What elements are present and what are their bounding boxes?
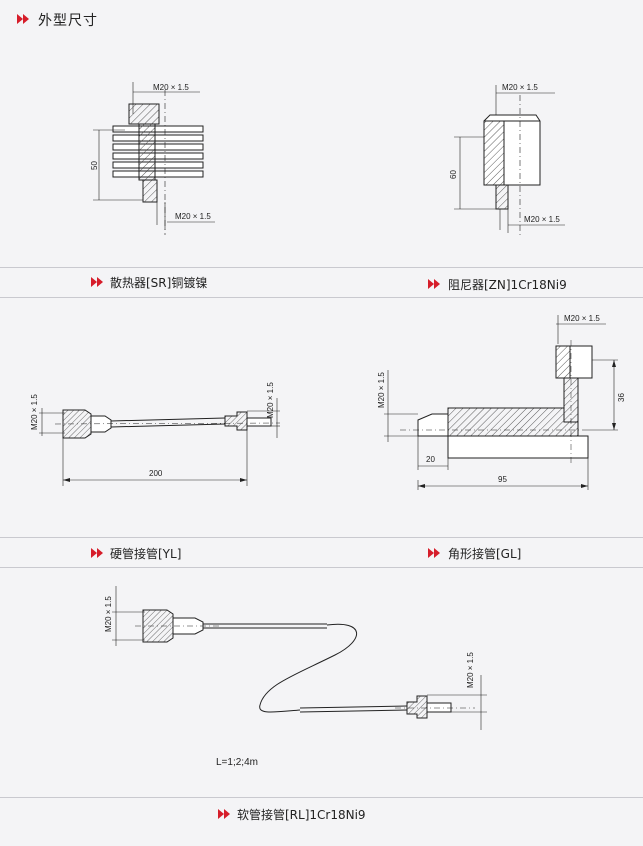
section-arrow-icon: [17, 14, 31, 25]
radiator-thread-bottom-label: M20 × 1.5: [175, 212, 211, 221]
flexible-hose-thread-right-label: M20 × 1.5: [466, 652, 475, 688]
rigid-pipe-length-label: 200: [149, 469, 163, 478]
rigid-pipe-thread-right-label: M20 × 1.5: [266, 382, 275, 418]
rigid-pipe-caption: 硬管接管[YL]: [110, 547, 182, 561]
rigid-pipe-thread-left-label: M20 × 1.5: [30, 394, 39, 430]
angle-pipe-height-label: 36: [617, 393, 626, 402]
damper-thread-bottom-label: M20 × 1.5: [524, 215, 560, 224]
caption-arrow-icon: [91, 548, 105, 559]
radiator-drawing: M20 × 1.5 50 M20 × 1.5: [90, 82, 215, 235]
caption-arrow-icon: [428, 279, 442, 290]
separator: [0, 537, 643, 538]
angle-pipe-thread-top-label: M20 × 1.5: [564, 314, 600, 323]
angle-pipe-drawing: M20 × 1.5 M20 × 1.5 36 20 95: [377, 314, 626, 490]
damper-caption: 阻尼器[ZN]1Cr18Ni9: [448, 278, 567, 292]
angle-pipe-length-label: 95: [498, 475, 507, 484]
damper-drawing: M20 × 1.5 60 M20 × 1.5: [449, 83, 565, 235]
flexible-hose-drawing: M20 × 1.5 M20 × 1.5: [104, 586, 487, 730]
flexible-hose-length-note: L=1;2;4m: [216, 757, 258, 768]
angle-pipe-caption: 角形接管[GL]: [448, 547, 522, 561]
damper-height-label: 60: [449, 170, 458, 179]
angle-pipe-offset-label: 20: [426, 455, 435, 464]
caption-arrow-icon: [91, 277, 105, 288]
separator: [0, 797, 643, 798]
radiator-caption: 散热器[SR]铜镀镍: [110, 276, 208, 290]
flexible-hose-caption: 软管接管[RL]1Cr18Ni9: [237, 808, 366, 822]
page-title: 外型尺寸: [38, 13, 98, 29]
angle-pipe-thread-left-label: M20 × 1.5: [377, 372, 386, 408]
radiator-height-label: 50: [90, 161, 99, 170]
rigid-pipe-drawing: M20 × 1.5 M20 × 1.5 200: [30, 382, 281, 486]
caption-arrow-icon: [218, 809, 232, 820]
damper-thread-top-label: M20 × 1.5: [502, 83, 538, 92]
separator: [0, 297, 643, 298]
caption-arrow-icon: [428, 548, 442, 559]
separator: [0, 567, 643, 568]
flexible-hose-thread-left-label: M20 × 1.5: [104, 596, 113, 632]
radiator-thread-top-label: M20 × 1.5: [153, 83, 189, 92]
separator: [0, 267, 643, 268]
